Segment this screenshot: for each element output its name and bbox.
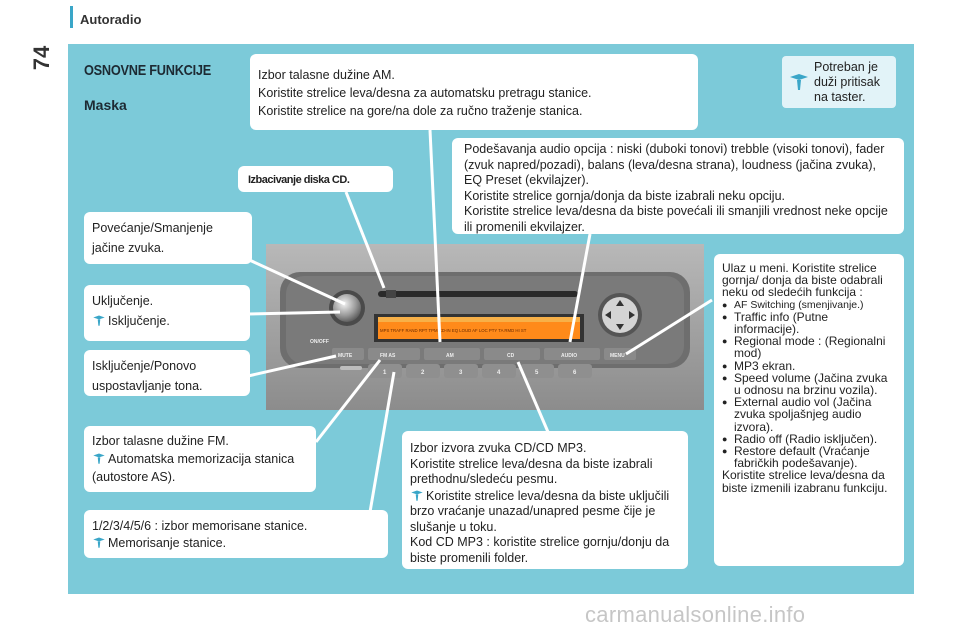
preset-label-4: 4: [497, 370, 501, 376]
preset-button-3[interactable]: [444, 364, 478, 378]
wrench-icon: [411, 490, 423, 501]
note-audio-settings: Podešavanja audio opcija : niski (duboki…: [452, 138, 904, 234]
note-eject-cd: Izbacivanje diska CD.: [238, 166, 393, 192]
radio-illustration: MPS TRAFF RAND RPT TPM CD-IN EQ LOUD AF …: [266, 244, 704, 410]
eject-button[interactable]: [386, 290, 396, 298]
note-cd-source: Izbor izvora zvuka CD/CD MP3. Koristite …: [402, 431, 688, 569]
preset-button-4[interactable]: [482, 364, 516, 378]
onoff-label: ON/OFF: [310, 339, 329, 345]
cd-button[interactable]: [484, 348, 540, 360]
menu-item: MP3 ekran.: [722, 359, 896, 372]
mute-button[interactable]: [332, 348, 364, 360]
audio-label: AUDIO: [561, 353, 577, 359]
fm-label: FM AS: [380, 353, 396, 359]
radio-display-text: MPS TRAFF RAND RPT TPM CD-IN EQ LOUD AF …: [380, 328, 527, 333]
note-cd-line-1: Izbor izvora zvuka CD/CD MP3.: [410, 441, 587, 455]
note-on-text: Uključenje.: [92, 294, 154, 308]
note-preset-line-2: Memorisanje stanice.: [108, 536, 227, 550]
wrench-icon: [93, 537, 105, 548]
preset-label-3: 3: [459, 370, 463, 376]
note-menu: Ulaz u meni. Koristite strelice gornja/ …: [714, 254, 904, 566]
note-fm-band: Izbor talasne dužine FM. Automatska memo…: [84, 426, 316, 492]
preset-button-2[interactable]: [406, 364, 440, 378]
menu-item: Traffic info (Putne informacije).: [722, 311, 896, 336]
wrench-icon: [93, 453, 105, 464]
note-long-press-text: Potreban je duži pritisak na taster.: [814, 60, 880, 104]
mute-label: MUTE: [338, 353, 353, 359]
header-title: Autoradio: [80, 12, 142, 27]
note-eject-text: Izbacivanje diska CD.: [248, 174, 350, 186]
note-cd-line-2: Koristite strelice leva/desna da biste i…: [410, 456, 653, 487]
volume-knob[interactable]: [333, 294, 361, 322]
menu-label: MENU: [610, 353, 625, 359]
note-audio-line-1: Podešavanja audio opcija : niski (duboki…: [464, 142, 885, 187]
radio-faceplate: MPS TRAFF RAND RPT TPM CD-IN EQ LOUD AF …: [266, 244, 704, 410]
section-title: OSNOVNE FUNKCIJE: [84, 62, 211, 79]
menu-item: External audio vol (Jačina zvuka spoljaš…: [722, 396, 896, 433]
am-label: AM: [446, 353, 454, 359]
radio-display: [378, 317, 580, 339]
note-preset-line-1: 1/2/3/4/5/6 : izbor memorisane stanice.: [92, 519, 308, 533]
note-fm-line-2: Automatska memorizacija stanica: [108, 452, 295, 466]
note-on-off: Uključenje. Isključenje.: [84, 285, 250, 341]
note-fm-line-1: Izbor talasne dužine FM.: [92, 434, 229, 448]
audio-button[interactable]: [544, 348, 600, 360]
note-mute-line-2: uspostavljanje tona.: [92, 379, 203, 393]
am-button[interactable]: [424, 348, 480, 360]
watermark: carmanualsonline.info: [585, 602, 806, 627]
section-subtitle: Maska: [84, 97, 127, 113]
note-cd-line-4: Kod CD MP3 : koristite strelice gornju/d…: [410, 535, 670, 565]
note-off-text: Isključenje.: [108, 314, 170, 328]
preset-label-2: 2: [421, 370, 425, 376]
note-audio-line-3: Koristite strelice leva/desna da biste p…: [464, 204, 888, 234]
cd-label: CD: [507, 353, 515, 359]
wrench-icon: [790, 74, 808, 90]
preset-button-6[interactable]: [558, 364, 592, 378]
note-mute-line-1: Isključenje/Ponovo: [92, 359, 197, 373]
note-volume-line-1: Povećanje/Smanjenje: [92, 221, 213, 235]
note-menu-outro: Koristite strelice leva/desna da biste i…: [722, 468, 888, 495]
note-audio-line-2: Koristite strelice gornja/donja da biste…: [464, 188, 786, 203]
menu-item: Radio off (Radio isključen).: [722, 433, 896, 446]
header-accent-bar: [70, 6, 73, 28]
note-fm-line-3: (autostore AS).: [92, 470, 176, 484]
wrench-icon: [93, 315, 105, 326]
note-menu-intro: Ulaz u meni. Koristite strelice gornja/ …: [722, 261, 883, 300]
note-cd-line-3: Koristite strelice leva/desna da biste u…: [410, 488, 670, 534]
note-presets: 1/2/3/4/5/6 : izbor memorisane stanice. …: [84, 510, 388, 558]
page-number: 74: [29, 45, 55, 71]
preset-label-6: 6: [573, 370, 577, 376]
note-volume-line-2: jačine zvuka.: [92, 241, 165, 255]
note-am-line-3: Koristite strelice na gore/na dole za ru…: [258, 104, 583, 118]
menu-item: Speed volume (Jačina zvuka u odnosu na b…: [722, 372, 896, 397]
note-am-line-1: Izbor talasne dužine AM.: [258, 68, 395, 82]
note-long-press: Potreban je duži pritisak na taster.: [782, 56, 896, 108]
menu-item: Restore default (Vraćanje fabričkih pode…: [722, 445, 896, 470]
menu-item: Regional mode : (Regionalni mod): [722, 335, 896, 360]
cd-slot: [378, 291, 578, 297]
note-am-band: Izbor talasne dužine AM. Koristite strel…: [250, 54, 698, 130]
note-am-line-2: Koristite strelice leva/desna za automat…: [258, 86, 592, 100]
note-volume: Povećanje/Smanjenje jačine zvuka.: [84, 212, 252, 264]
fm-button[interactable]: [368, 348, 420, 360]
menu-item: AF Switching (smenjivanje.): [722, 299, 896, 311]
note-mute: Isključenje/Ponovo uspostavljanje tona.: [84, 350, 250, 396]
